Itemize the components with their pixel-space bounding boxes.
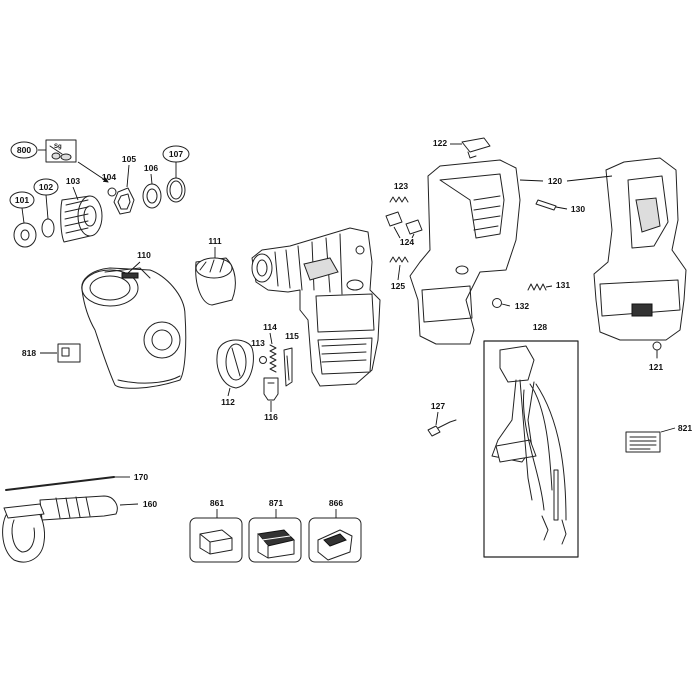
- part-114-spring: [269, 344, 277, 373]
- part-130-pin: [535, 199, 557, 211]
- part-101-washer: [13, 222, 37, 248]
- label-103: 103: [66, 176, 80, 186]
- label-113: 113: [251, 338, 265, 348]
- label-120: 120: [548, 176, 562, 186]
- part-861-kit-box: [189, 517, 243, 563]
- part-871-battery-box: [248, 517, 302, 563]
- part-116-plunger: [263, 377, 279, 401]
- label-106: 106: [144, 163, 158, 173]
- part-106-washer: [142, 183, 162, 209]
- part-125-spring: [389, 256, 409, 263]
- part-121-screw: [652, 341, 662, 359]
- callout-107[interactable]: 107: [162, 145, 190, 163]
- svg-text:800: 800: [17, 145, 31, 155]
- part-132-cap: [492, 298, 502, 308]
- label-130: 130: [571, 204, 585, 214]
- part-122-latch: [461, 137, 491, 159]
- part-160-side-handle: [2, 495, 118, 563]
- label-105: 105: [122, 154, 136, 164]
- part-866-battery-box: [308, 517, 362, 563]
- part-115-clip: [283, 347, 293, 387]
- part-111-clutch-ring: [195, 257, 236, 306]
- label-112: 112: [221, 397, 235, 407]
- label-124: 124: [400, 237, 414, 247]
- part-127-connector: [427, 419, 457, 437]
- part-170-depth-rod: [5, 476, 115, 491]
- part-110-gear-housing: [81, 267, 187, 389]
- label-122: 122: [433, 138, 447, 148]
- label-110: 110: [137, 250, 151, 260]
- label-132: 132: [515, 301, 529, 311]
- label-131: 131: [556, 280, 570, 290]
- label-123: 123: [394, 181, 408, 191]
- label-115: 115: [285, 331, 299, 341]
- part-104-pin: [107, 187, 117, 197]
- label-866: 866: [329, 498, 343, 508]
- callout-102[interactable]: 102: [33, 178, 59, 196]
- part-113-ball: [259, 356, 267, 364]
- label-111: 111: [208, 236, 222, 246]
- label-121: 121: [649, 362, 663, 372]
- label-160: 160: [143, 499, 157, 509]
- part-102-ring: [41, 218, 55, 238]
- part-112-selector-knob: [216, 339, 254, 389]
- part-120-housing-left: [409, 159, 521, 345]
- label-116: 116: [264, 412, 278, 422]
- part-120-housing-right: [593, 157, 687, 341]
- part-821-label: [625, 431, 661, 453]
- part-105-ring: [113, 187, 135, 215]
- label-170: 170: [134, 472, 148, 482]
- label-104: 104: [102, 172, 116, 182]
- label-861: 861: [210, 498, 224, 508]
- label-871: 871: [269, 498, 283, 508]
- label-128: 128: [533, 322, 547, 332]
- part-107-ring: [166, 177, 186, 203]
- label-114: 114: [263, 322, 277, 332]
- callout-800[interactable]: 800: [10, 141, 38, 159]
- part-128-switch-assembly-box: [483, 340, 579, 558]
- label-125: 125: [391, 281, 405, 291]
- part-123-spring: [389, 196, 409, 203]
- label-818: 818: [22, 348, 36, 358]
- part-818-label: [57, 343, 81, 363]
- label-821: 821: [678, 423, 692, 433]
- label-127: 127: [431, 401, 445, 411]
- part-124-pins: [385, 211, 423, 235]
- callout-101[interactable]: 101: [9, 191, 35, 209]
- motor-mechanism-assembly: [251, 227, 381, 387]
- grease-kit-800: Sg: [38, 139, 77, 163]
- svg-text:102: 102: [39, 182, 53, 192]
- part-131-spring: [527, 283, 547, 291]
- grease-mark: Sg: [54, 144, 62, 150]
- svg-text:101: 101: [15, 195, 29, 205]
- svg-text:107: 107: [169, 149, 183, 159]
- part-103-chuck-sleeve: [60, 195, 103, 243]
